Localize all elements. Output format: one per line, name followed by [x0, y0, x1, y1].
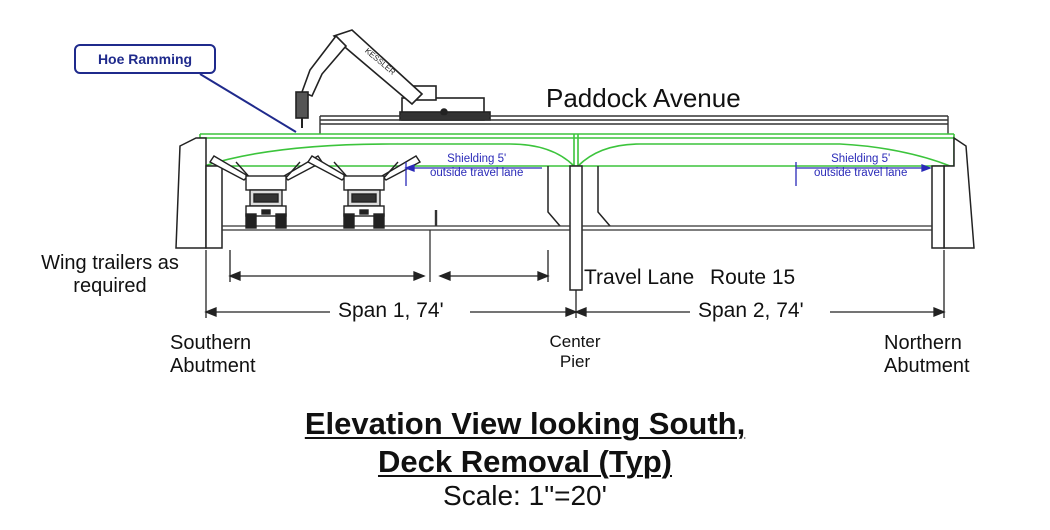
shielding-note-left-line1: Shielding 5'	[447, 153, 507, 165]
paddock-avenue-label: Paddock Avenue	[546, 83, 741, 113]
shielding-note-right-line2: outside travel lane	[814, 167, 908, 180]
road-deck	[319, 115, 949, 134]
center-pier-line2: Pier	[559, 351, 591, 371]
travel-lane-label: Travel Lane	[584, 266, 695, 289]
travel-lane-dimensions	[228, 250, 550, 282]
wing-trailers-line1: Wing trailers as	[41, 252, 179, 274]
southern-abutment-line1: Southern	[170, 332, 252, 354]
northern-abutment-label: Northern Abutment	[884, 332, 970, 378]
shielding-note-left-line2: outside travel lane	[430, 167, 524, 180]
drawing-title-line2-text: Deck Removal (Typ)	[377, 444, 672, 479]
dump-truck-icon	[306, 155, 422, 229]
center-pier-label: Center Pier	[530, 332, 620, 371]
span-2-label: Span 2, 74'	[698, 299, 804, 322]
excavator-icon: KESSLER	[295, 29, 491, 128]
drawing-title-line1: Elevation View looking South,	[0, 406, 1050, 442]
shielding-markers	[404, 162, 932, 186]
center-pier	[547, 165, 611, 291]
callout-leader	[199, 73, 297, 133]
drawing-title-line1-text: Elevation View looking South,	[304, 406, 746, 441]
shielding-note-right: Shielding 5' outside travel lane	[814, 152, 907, 181]
drawing-scale: Scale: 1"=20'	[443, 480, 607, 511]
span-1-label: Span 1, 74'	[338, 299, 444, 322]
northern-abutment-line1: Northern	[884, 332, 962, 354]
southern-abutment	[175, 137, 223, 249]
wing-trailers-line2: required	[73, 275, 147, 297]
span-dimensions	[204, 250, 946, 318]
center-pier-line1: Center	[549, 332, 601, 351]
drawing-title-line2: Deck Removal (Typ)	[0, 444, 1050, 480]
hoe-ramming-label: Hoe Ramming	[97, 51, 193, 67]
northern-abutment	[931, 136, 975, 249]
shielding-note-right-line1: Shielding 5'	[831, 153, 891, 165]
shielding-note-left: Shielding 5' outside travel lane	[430, 152, 523, 181]
wing-trailers-note: Wing trailers as required	[20, 252, 200, 298]
hoe-ramming-callout: Hoe Ramming	[74, 44, 216, 74]
southern-abutment-line2: Abutment	[170, 355, 256, 377]
northern-abutment-line2: Abutment	[884, 355, 970, 377]
route-15-label: Route 15	[710, 266, 796, 289]
southern-abutment-label: Southern Abutment	[170, 332, 256, 378]
